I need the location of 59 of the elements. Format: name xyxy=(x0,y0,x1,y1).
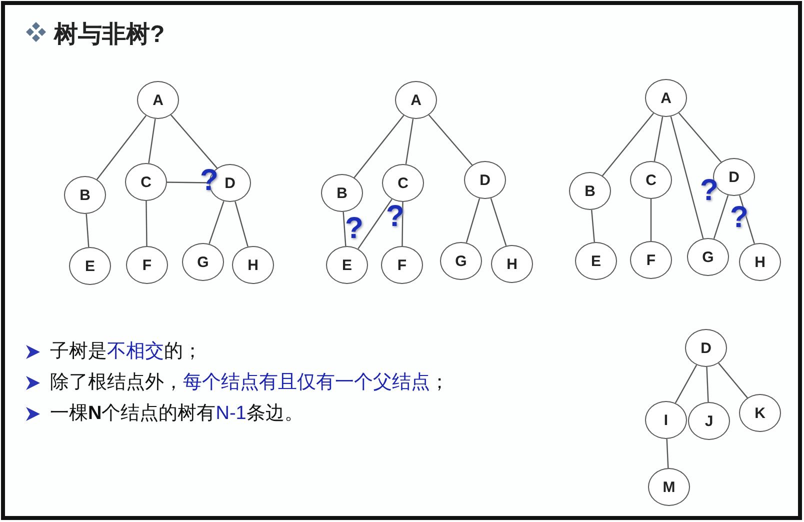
bullet-text: 除了根结点外，每个结点有且仅有一个父结点； xyxy=(50,371,449,395)
tree-node-circle: D xyxy=(464,161,506,199)
tree-node-circle: A xyxy=(395,81,437,119)
tree-node-circle: B xyxy=(64,176,106,214)
tree-edge xyxy=(650,199,652,241)
tree-edge xyxy=(670,116,704,239)
tree-node-circle: H xyxy=(739,243,781,281)
tree-edge xyxy=(654,116,664,162)
tree-edge xyxy=(739,195,755,244)
tree-node-circle: B xyxy=(569,172,611,210)
tree-edge xyxy=(354,115,404,178)
tree-edge xyxy=(678,112,722,162)
tree-edge xyxy=(405,118,414,164)
bullet-text: 一棵N个结点的树有N-1条边。 xyxy=(50,402,304,426)
tree-node-circle: B xyxy=(321,174,363,212)
tree-edge xyxy=(718,362,748,398)
tree-node-circle: F xyxy=(126,246,168,284)
tree-node-circle: E xyxy=(326,246,368,284)
bullet-text: 子树是不相交的； xyxy=(50,340,202,364)
tree-node-circle: C xyxy=(382,164,424,202)
tree-node-circle: E xyxy=(69,247,111,285)
tree-edge xyxy=(208,200,224,244)
tree-node-circle: A xyxy=(645,79,687,117)
tree-node-circle: K xyxy=(739,394,781,432)
tree-edge xyxy=(170,114,218,168)
tree-node-circle: G xyxy=(182,243,224,281)
tree-node-circle: J xyxy=(688,402,730,440)
tree-node-circle: F xyxy=(630,241,672,279)
tree-node-circle: H xyxy=(232,246,274,284)
tree-node-circle: C xyxy=(125,163,167,201)
tree-node-circle: G xyxy=(440,242,482,280)
tree-edge xyxy=(674,364,698,404)
tree-edge xyxy=(428,114,473,166)
tree-edge xyxy=(706,366,709,402)
question-mark: ? xyxy=(345,214,364,244)
tree-edge xyxy=(602,112,654,176)
tree-node-circle: E xyxy=(575,242,617,280)
tree-edge xyxy=(146,201,148,246)
tree-node-circle: D xyxy=(685,329,727,367)
tree-edge xyxy=(713,195,729,239)
tree-node-circle: F xyxy=(381,246,423,284)
tree-node-circle: C xyxy=(630,161,672,199)
slide-title: 树与非树? xyxy=(54,20,165,50)
tree-node-circle: G xyxy=(687,238,729,276)
tree-edge xyxy=(234,201,248,247)
tree-edge xyxy=(358,198,392,250)
tree-edge xyxy=(666,438,669,468)
tree-edge xyxy=(466,198,480,243)
tree-edge xyxy=(342,212,346,246)
tree-edge xyxy=(148,118,156,164)
question-mark: ? xyxy=(730,203,748,233)
tree-edge xyxy=(591,210,595,242)
tree-node-circle: I xyxy=(645,401,687,439)
tree-edge xyxy=(96,115,146,180)
tree-edge xyxy=(490,198,507,246)
tree-node-circle: A xyxy=(137,81,179,119)
tree-node-circle: M xyxy=(648,468,690,506)
tree-edge xyxy=(86,214,90,248)
tree-node-circle: H xyxy=(491,245,533,283)
